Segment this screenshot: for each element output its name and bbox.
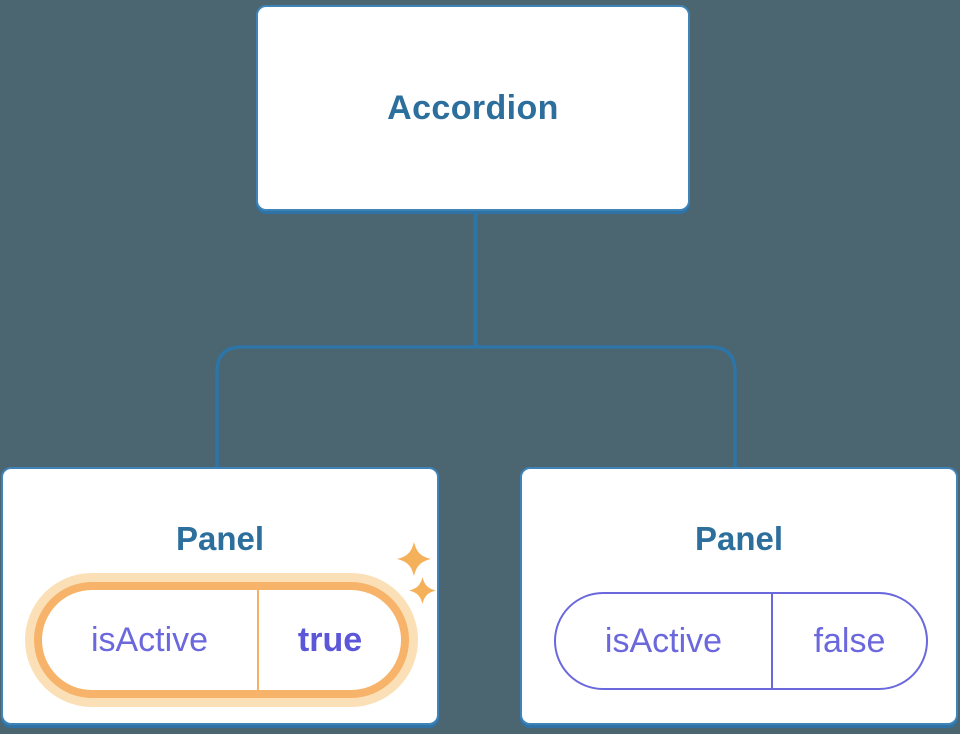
root-node-accordion: Accordion [256,5,690,211]
state-pill-active-halo: isActive true [25,573,418,707]
pill-divider [771,594,773,688]
pill-divider [257,590,260,690]
panel-node-label: Panel [175,520,265,557]
state-value-label: true [297,620,363,659]
state-pill-inactive: isActive false [554,592,928,690]
state-value-label: false [813,621,886,660]
connector-branch [215,345,737,469]
sparkle-icon-large [397,542,431,576]
state-key-label: isActive [604,621,723,660]
panel-node-label: Panel [694,520,784,557]
state-pill-active: isActive true [42,590,401,690]
root-node-label: Accordion [387,88,559,127]
sparkle-icon-small [409,577,436,604]
state-pill-active-ring: isActive true [34,582,409,698]
panel-node-active: Panel isActive true [1,467,439,725]
panel-node-inactive: Panel isActive false [520,467,958,725]
state-key-label: isActive [90,620,209,659]
